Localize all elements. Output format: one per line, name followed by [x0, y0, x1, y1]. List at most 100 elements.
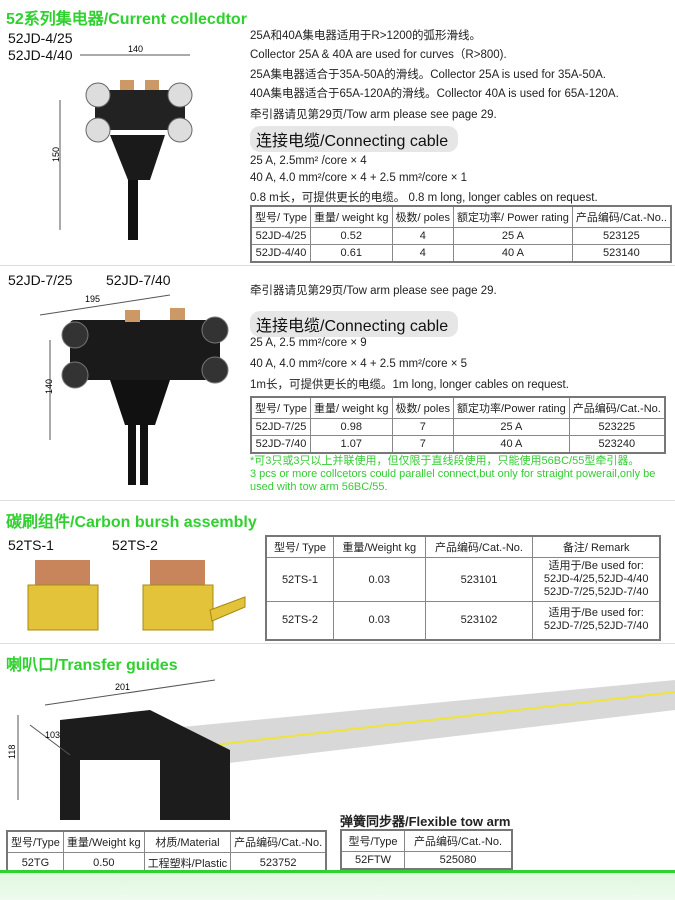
th: 材质/Material: [143, 830, 232, 853]
footer-green-line: [0, 870, 675, 873]
th: 极数/ poles: [391, 396, 454, 419]
cell: 523240: [568, 435, 666, 454]
info-line: 25A和40A集电器适用于R>1200的弧形滑线。: [250, 30, 482, 42]
cell: 适用于/Be used for: 52JD-4/25,52JD-4/40 52J…: [532, 557, 661, 602]
dim-width: 195: [85, 294, 100, 304]
connecting-cable-heading: 连接电缆/Connecting cable: [250, 126, 459, 152]
cell: 7: [391, 418, 454, 436]
cell: 0.52: [309, 227, 393, 245]
cable-spec: 25 A, 2.5 mm²/core × 9: [250, 337, 367, 349]
th: 型号/ Type: [265, 535, 334, 558]
cell: 523125: [571, 227, 672, 245]
cell: 523101: [424, 557, 534, 602]
th: 型号/ Type: [250, 396, 311, 419]
info-line: 40A集电器适合于65A-120A的滑线。Collector 40A is us…: [250, 88, 619, 100]
th: 型号/Type: [6, 830, 64, 853]
cell: 1.07: [309, 435, 393, 454]
note-en: 3 pcs or more collcetors could parallel …: [250, 468, 656, 493]
cell: 523752: [230, 852, 327, 875]
dim-height: 140: [44, 379, 54, 394]
th: 重量/Weight kg: [332, 535, 426, 558]
cell: 525080: [403, 851, 513, 870]
collector-7pole-image: 195 140: [39, 294, 229, 485]
th: 重量/ weight kg: [309, 205, 393, 228]
th: 产品编码/Cat.-No..: [571, 205, 672, 228]
model-label: 52TS-1: [8, 537, 54, 553]
th: 备注/ Remark: [532, 535, 661, 558]
model-label: 52JD-7/40: [106, 272, 171, 288]
cell: 25 A: [452, 227, 573, 245]
tow-arm-note: 牵引器请见第29页/Tow arm please see page 29.: [250, 285, 497, 297]
divider: [0, 500, 675, 501]
th: 重量/Weight kg: [62, 830, 145, 853]
cell: 52JD-7/40: [250, 435, 311, 454]
section-title-transfer-guides: 喇叭口/Transfer guides: [6, 657, 178, 674]
connecting-cable-heading: 连接电缆/Connecting cable: [250, 311, 459, 337]
cell: 52JD-4/40: [250, 244, 311, 263]
footer-band: [0, 873, 675, 900]
th: 额定功率/Power rating: [452, 396, 570, 419]
cable-spec: 40 A, 4.0 mm²/core × 4 + 2.5 mm²/core × …: [250, 172, 467, 184]
cell: 52JD-7/25: [250, 418, 311, 436]
cell: 4: [391, 227, 454, 245]
cell: 52JD-4/25: [250, 227, 311, 245]
section-title-current-collector: 52系列集电器/Current collecdtor: [6, 11, 247, 28]
th: 产品编码/Cat.-No.: [424, 535, 534, 558]
cell: 0.03: [332, 601, 426, 640]
th: 产品编码/Cat.-No.: [568, 396, 666, 419]
cable-spec: 0.8 m长，可提供更长的电缆。 0.8 m long, longer cabl…: [250, 192, 598, 204]
cell: 40 A: [452, 435, 570, 454]
cell: 40 A: [452, 244, 573, 263]
dim-height: 150: [51, 147, 61, 162]
cell: 4: [391, 244, 454, 263]
model-label: 52JD-4/25: [8, 30, 73, 46]
cell: 52TS-1: [265, 557, 334, 602]
note-cn: *可3只或3只以上并联使用，但仅限于直线段使用，只能使用56BC/55型牵引器。: [250, 455, 640, 467]
cell: 适用于/Be used for: 52JD-7/25,52JD-7/40: [532, 601, 661, 640]
cell: 523102: [424, 601, 534, 640]
model-label: 52JD-7/25: [8, 272, 73, 288]
dim-height: 118: [7, 745, 17, 759]
th: 极数/ poles: [391, 205, 454, 228]
th: 重量/ weight kg: [309, 396, 393, 419]
th: 额定功率/ Power rating: [452, 205, 573, 228]
cable-spec: 1m长，可提供更长的电缆。1m long, longer cables on r…: [250, 379, 569, 391]
flexible-tow-arm-title: 弹簧同步器/Flexible tow arm: [340, 814, 511, 829]
th: 产品编码/Cat.-No.: [230, 830, 327, 853]
cell: 25 A: [452, 418, 570, 436]
cell: 523225: [568, 418, 666, 436]
dim-width: 140: [128, 44, 143, 54]
cell: 7: [391, 435, 454, 454]
transfer-guide-image: 201 103 118: [7, 679, 675, 820]
divider: [0, 643, 675, 644]
cell: 0.61: [309, 244, 393, 263]
cell: 52FTW: [340, 851, 405, 870]
divider: [0, 265, 675, 266]
dim-length: 201: [115, 682, 130, 692]
cell: 523140: [571, 244, 672, 263]
collector-4pole-image: 140 150: [51, 44, 193, 240]
th: 产品编码/Cat.-No.: [403, 829, 513, 852]
model-label: 52JD-4/40: [8, 47, 73, 63]
cell: 工程塑料/Plastic: [143, 852, 232, 875]
cable-spec: 40 A, 4.0 mm²/core × 4 + 2.5 mm²/core × …: [250, 358, 467, 370]
cell: 0.03: [332, 557, 426, 602]
section-title-carbon-brush: 碳刷组件/Carbon bursh assembly: [6, 514, 257, 531]
parallel-note: *可3只或3只以上并联使用，但仅限于直线段使用，只能使用56BC/55型牵引器。…: [250, 455, 670, 494]
info-line: 牵引器请见第29页/Tow arm please see page 29.: [250, 109, 497, 121]
cell: 52TG: [6, 852, 64, 875]
info-line: Collector 25A & 40A are used for curves（…: [250, 49, 507, 61]
info-line: 25A集电器适合于35A-50A的滑线。Collector 25A is use…: [250, 69, 607, 81]
